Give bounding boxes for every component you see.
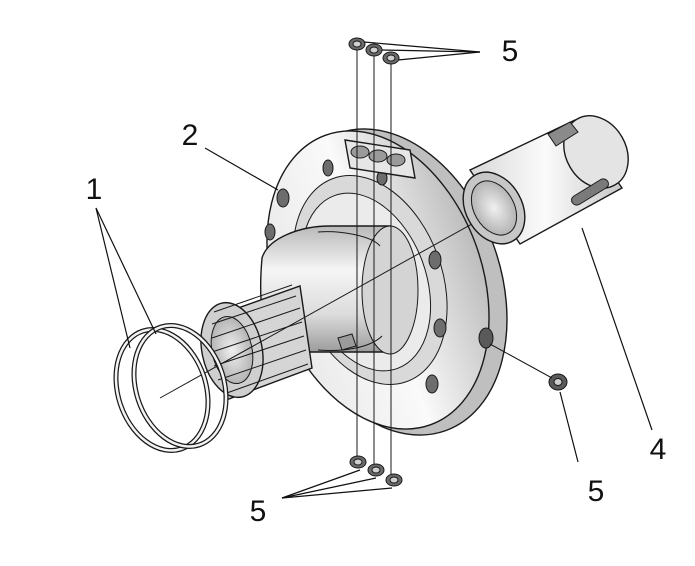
callout-1: 1 [85,173,103,206]
callout-5-top: 5 [501,35,519,68]
slotted-sleeve [462,115,629,245]
radial-hole [478,327,494,349]
callout-5-bottom: 5 [249,495,267,528]
callout-4: 4 [649,433,667,466]
snap-ring-pair [113,322,229,454]
callout-2: 2 [181,119,199,152]
side-screw [548,373,568,391]
flanged-hub [200,128,508,436]
leader-lines [95,41,653,499]
sleeve-slot [571,178,609,206]
callout-5-side: 5 [587,475,605,508]
bottom-screws [349,455,403,487]
flange-bolt-holes [264,159,447,394]
spline-section [200,284,313,401]
